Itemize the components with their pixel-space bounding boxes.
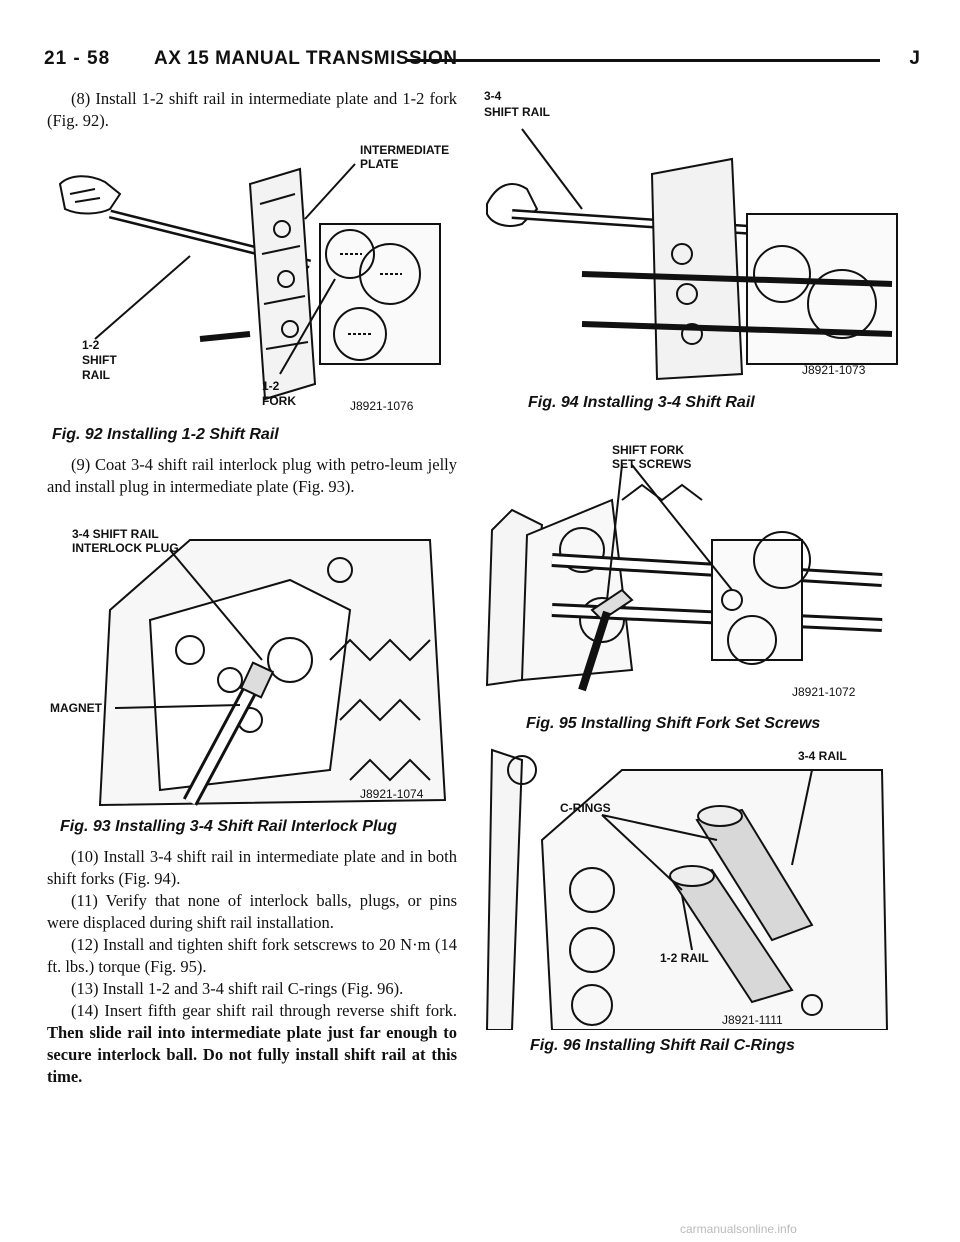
fig93-label-magnet: MAGNET [50, 701, 103, 715]
page-header: 21 - 58 AX 15 MANUAL TRANSMISSION J [44, 44, 920, 74]
page-number: 21 - 58 [44, 48, 111, 69]
fig93-label-plug-2: INTERLOCK PLUG [72, 541, 179, 555]
section-title: AX 15 MANUAL TRANSMISSION [154, 48, 458, 69]
fig95-label-1: SHIFT FORK [612, 443, 684, 457]
fig94-code: J8921-1073 [802, 363, 866, 377]
step-10-text: (10) Install 3-4 shift rail in intermedi… [47, 847, 457, 888]
step-9-text: (9) Coat 3-4 shift rail interlock plug w… [47, 455, 457, 496]
figure-95: SHIFT FORK SET SCREWS J8921-1072 Fig. 95… [482, 440, 902, 732]
fig95-code: J8921-1072 [792, 685, 856, 699]
fig93-label-plug-1: 3-4 SHIFT RAIL [72, 527, 159, 541]
fig94-label-rail-2: SHIFT RAIL [484, 105, 550, 119]
step-14-text: (14) Insert fifth gear shift rail throug… [47, 1000, 457, 1088]
step-12-text: (12) Install and tighten shift fork sets… [47, 935, 457, 976]
fig92-code: J8921-1076 [350, 399, 414, 413]
fig95-caption: Fig. 95 Installing Shift Fork Set Screws [526, 715, 821, 732]
fig92-label-plate-2: PLATE [360, 157, 398, 171]
steps-10-14-block: (10) Install 3-4 shift rail in intermedi… [47, 846, 457, 1088]
figure-93: 3-4 SHIFT RAIL INTERLOCK PLUG MAGNET J89… [50, 520, 450, 835]
fig92-label-rail-3: RAIL [82, 368, 110, 382]
fig92-caption: Fig. 92 Installing 1-2 Shift Rail [52, 426, 279, 443]
figure-94: 3-4 SHIFT RAIL J8921-1073 Fig. 94 Instal… [482, 84, 902, 411]
figure-92: INTERMEDIATE PLATE 1-2 SHIFT RAIL 1-2 FO… [50, 134, 450, 443]
fig95-label-2: SET SCREWS [612, 457, 691, 471]
fig96-illustration: 3-4 RAIL C-RINGS 1-2 RAIL J8921-1111 [485, 748, 889, 1030]
fig92-label-plate-1: INTERMEDIATE [360, 143, 449, 157]
fig96-label-12: 1-2 RAIL [660, 951, 709, 965]
fig96-label-34: 3-4 RAIL [798, 749, 847, 763]
fig96-label-crings: C-RINGS [560, 801, 611, 815]
step-13-text: (13) Install 1-2 and 3-4 shift rail C-ri… [71, 979, 404, 998]
fig93-code: J8921-1074 [360, 787, 424, 801]
fig94-label-rail-1: 3-4 [484, 89, 502, 103]
fig92-label-fork-1: 1-2 [262, 379, 280, 393]
fig94-illustration: 3-4 SHIFT RAIL J8921-1073 [484, 89, 898, 381]
watermark-text: carmanualsonline.info [680, 1222, 797, 1236]
header-rule [406, 59, 880, 62]
step-8-block: (8) Install 1-2 shift rail in intermedia… [47, 88, 457, 132]
fig93-illustration: 3-4 SHIFT RAIL INTERLOCK PLUG MAGNET J89… [50, 527, 447, 807]
step-14-normal: (14) Insert fifth gear shift rail throug… [71, 1001, 457, 1020]
step-8-text: (8) Install 1-2 shift rail in intermedia… [47, 89, 457, 130]
section-letter: J [909, 48, 920, 69]
fig92-label-fork-2: FORK [262, 394, 296, 408]
fig94-caption: Fig. 94 Installing 3-4 Shift Rail [528, 394, 755, 411]
fig96-code: J8921-1111 [722, 1013, 783, 1027]
figure-96: 3-4 RAIL C-RINGS 1-2 RAIL J8921-1111 Fig… [482, 740, 902, 1054]
fig92-illustration: INTERMEDIATE PLATE 1-2 SHIFT RAIL 1-2 FO… [58, 143, 449, 413]
step-11-text: (11) Verify that none of interlock balls… [47, 891, 457, 932]
fig92-label-rail-2: SHIFT [82, 353, 117, 367]
fig93-caption: Fig. 93 Installing 3-4 Shift Rail Interl… [60, 818, 397, 835]
step-9-block: (9) Coat 3-4 shift rail interlock plug w… [47, 454, 457, 498]
fig92-label-rail-1: 1-2 [82, 338, 100, 352]
fig95-illustration: SHIFT FORK SET SCREWS J8921-1072 [485, 443, 883, 699]
step-14-bold: Then slide rail into intermediate plate … [47, 1023, 457, 1086]
fig96-caption: Fig. 96 Installing Shift Rail C-Rings [530, 1037, 795, 1054]
